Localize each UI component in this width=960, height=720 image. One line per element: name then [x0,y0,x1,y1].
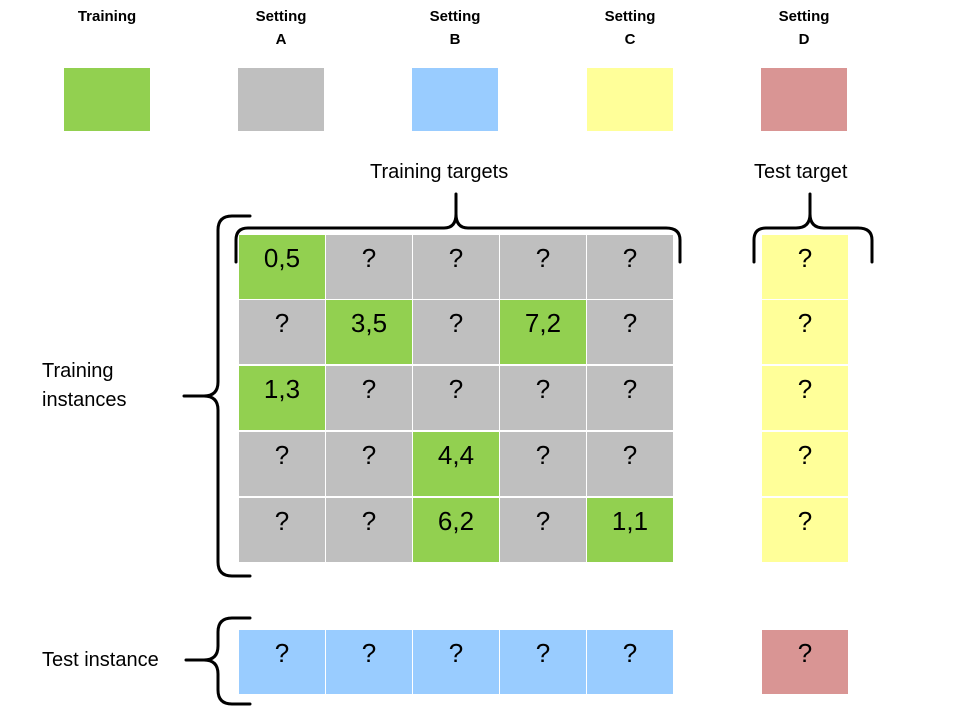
matrix-cell: 6,2 [413,498,499,562]
test-target-brace [752,192,874,264]
training-targets-label: Training targets [370,161,509,183]
matrix-cell: ? [500,366,586,430]
training-instances-label-line1: Training [42,360,114,382]
legend-swatch-setting-d [761,68,847,131]
test-target-cell: ? [762,498,848,562]
test-instance-cell: ? [500,630,586,694]
test-pair-cell: ? [762,630,848,694]
matrix-cell: ? [239,498,325,562]
test-instance-brace [184,616,252,706]
matrix-cell: ? [500,498,586,562]
test-target-label: Test target [754,161,848,183]
matrix-cell: ? [587,432,673,496]
matrix-cell: 0,5 [239,235,325,299]
legend-label-line: D [798,31,810,48]
matrix-cell: 4,4 [413,432,499,496]
test-instance-label: Test instance [42,649,159,671]
matrix-cell: ? [239,432,325,496]
legend-swatch-setting-a [238,68,324,131]
matrix-cell: ? [326,498,412,562]
matrix-cell: ? [413,366,499,430]
matrix-cell: ? [587,366,673,430]
legend-label-line: Training [77,8,137,25]
matrix-cell: 7,2 [500,300,586,364]
training-instances-brace [182,214,252,578]
matrix-cell: ? [413,300,499,364]
test-instance-cell: ? [413,630,499,694]
test-instance-cell: ? [587,630,673,694]
legend-label-line: Setting [255,8,307,25]
legend-swatch-setting-b [412,68,498,131]
legend-label-line: C [624,31,636,48]
legend-label-line: Setting [604,8,656,25]
matrix-cell: ? [326,366,412,430]
legend-swatch-training [64,68,150,131]
test-target-cell: ? [762,366,848,430]
matrix-cell: 3,5 [326,300,412,364]
matrix-cell: 1,1 [587,498,673,562]
matrix-cell: ? [500,235,586,299]
matrix-cell: 1,3 [239,366,325,430]
matrix-cell: ? [239,300,325,364]
test-target-cell: ? [762,235,848,299]
test-instance-cell: ? [239,630,325,694]
legend-label-line: Setting [778,8,830,25]
legend-label-training: Training [47,5,167,28]
test-instance-cell: ? [326,630,412,694]
test-target-cell: ? [762,300,848,364]
legend-label-line: B [449,31,461,48]
matrix-cell: ? [587,235,673,299]
test-target-cell: ? [762,432,848,496]
legend-swatch-setting-c [587,68,673,131]
legend-label-line: Setting [429,8,481,25]
matrix-cell: ? [326,235,412,299]
training-targets-brace [234,192,682,264]
legend-label-line: A [275,31,287,48]
training-instances-label: Training instances [42,357,127,415]
matrix-cell: ? [587,300,673,364]
matrix-cell: ? [413,235,499,299]
matrix-cell: ? [326,432,412,496]
training-instances-label-line2: instances [42,389,127,411]
matrix-cell: ? [500,432,586,496]
